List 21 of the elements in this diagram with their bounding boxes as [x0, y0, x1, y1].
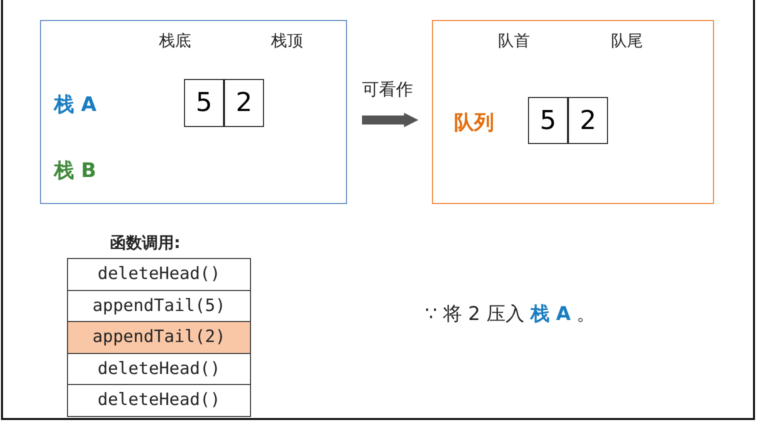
column-label: 栈底: [159, 31, 191, 52]
column-label: 队尾: [611, 31, 643, 52]
queue-label: 队列: [454, 109, 494, 136]
function-call-row: appendTail(2): [67, 321, 251, 354]
stack-panel: [40, 20, 347, 204]
function-call-row: deleteHead(): [67, 352, 251, 385]
stack-cell: 2: [224, 79, 264, 127]
stack-label: 栈 A: [54, 91, 96, 118]
function-call-row: deleteHead(): [67, 384, 251, 416]
note-text: ∵ 将 2 压入 栈 A 。: [425, 302, 596, 327]
arrow: [362, 112, 418, 128]
stack-cell: 5: [184, 79, 224, 127]
table-heading: 函数调用:: [110, 233, 180, 254]
column-label: 栈顶: [271, 31, 303, 52]
function-call-row: appendTail(5): [67, 290, 251, 322]
column-label: 队首: [498, 31, 530, 52]
queue-cell: 5: [528, 97, 568, 144]
function-call-row: deleteHead(): [67, 258, 251, 290]
stack-label: 栈 B: [54, 157, 96, 184]
queue-cell: 2: [568, 97, 608, 144]
queue-panel: [432, 20, 714, 204]
